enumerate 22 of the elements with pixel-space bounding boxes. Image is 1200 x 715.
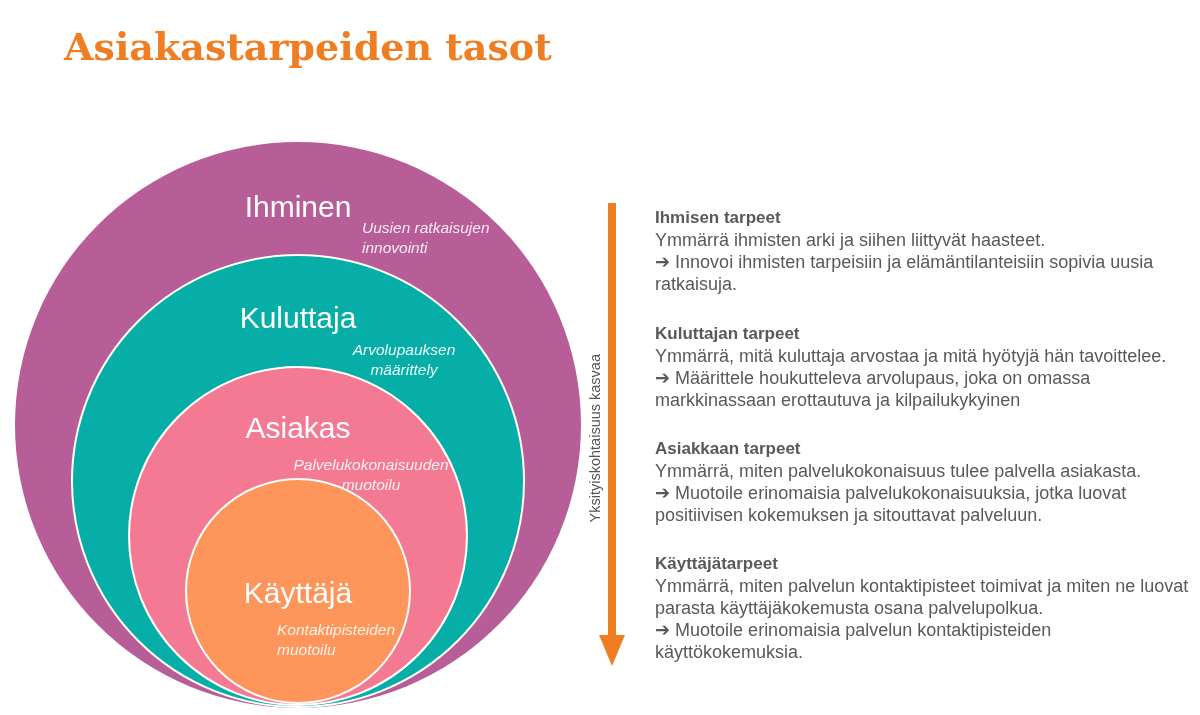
level-title: Kuluttaja	[239, 300, 357, 336]
section-heading: Käyttäjätarpeet	[655, 553, 779, 575]
level-title: Ihminen	[244, 189, 352, 225]
section-heading: Kuluttajan tarpeet	[655, 323, 801, 345]
section-heading: Ihmisen tarpeet	[655, 207, 782, 229]
description-text: Ymmärrä, miten palvelukokonaisuus tulee palvella asiakasta.	[655, 460, 1143, 482]
description-text: ➔ Määrittele houkutteleva arvolupaus, joka on omassa markkinassaan erottautuva ja kilpailukykyinen	[655, 367, 1092, 411]
description-text: Ymmärrä, miten palvelun kontaktipisteet toimivat ja miten ne luovat parasta käyttäjäkokemusta osana palvelupolkua.	[655, 575, 1190, 619]
description-text: ➔ Innovoi ihmisten tarpeisiin ja elämäntilanteisiin sopivia uusia ratkaisuja.	[655, 251, 1155, 295]
description-text: Ymmärrä, mitä kuluttaja arvostaa ja mitä hyötyjä hän tavoittelee.	[655, 345, 1168, 367]
description-text: Ymmärrä ihmisten arki ja siihen liittyvät haasteet.	[655, 229, 1047, 251]
description-text: ➔ Muotoile erinomaisia palvelun kontaktipisteiden käyttökokemuksia.	[655, 619, 1053, 663]
level-subtitle: Palvelukokonaisuuden muotoilu	[292, 455, 450, 495]
arrow-label: Yksityiskohtaisuus kasvaa	[587, 354, 603, 523]
section-heading: Asiakkaan tarpeet	[655, 438, 802, 460]
level-title: Asiakas	[245, 410, 351, 446]
level-subtitle: Uusien ratkaisujen innovointi	[362, 218, 491, 258]
level-subtitle: Kontaktipisteiden muotoilu	[277, 620, 397, 660]
level-title: Käyttäjä	[243, 575, 353, 611]
description-text: ➔ Muotoile erinomaisia palvelukokonaisuuksia, jotka luovat positiivisen kokemuksen ja sitouttavat palveluun.	[655, 482, 1128, 526]
level-subtitle: Arvolupauksen määrittely	[352, 340, 456, 380]
page-title: Asiakastarpeiden tasot	[64, 24, 552, 70]
